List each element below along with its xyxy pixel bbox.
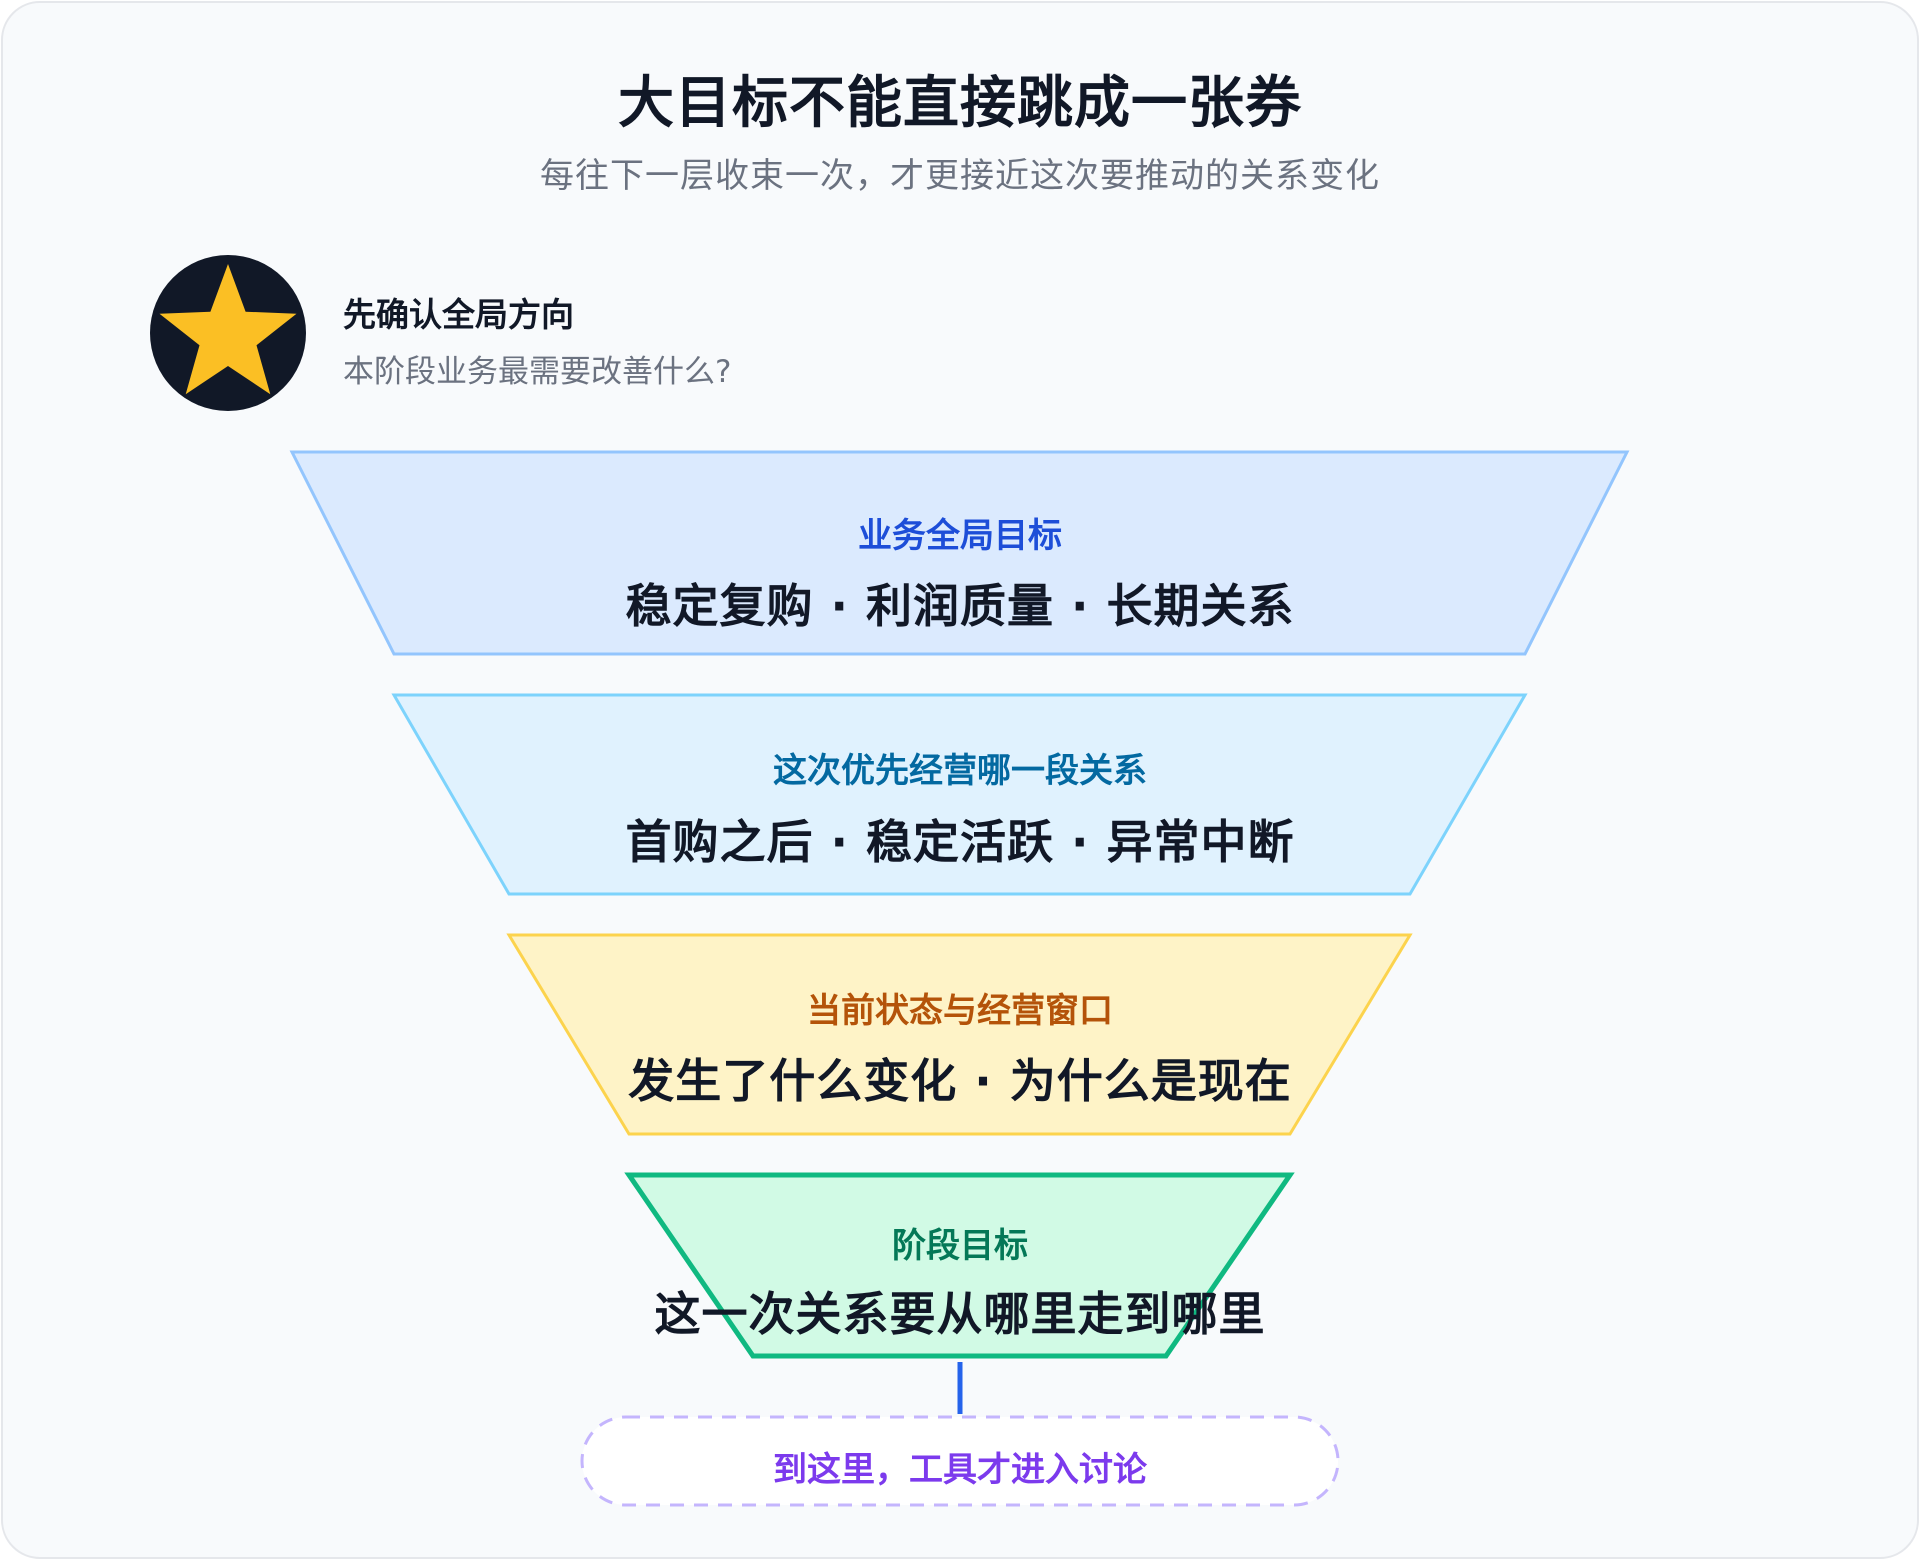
star-icon [159,264,297,395]
level-label: 业务全局目标 [858,516,1062,556]
level-label: 阶段目标 [892,1226,1028,1266]
level-content: 发生了什么变化 · 为什么是现在 [628,1054,1292,1108]
funnel-level-stage-goal [624,1172,1295,1359]
footer-text: 到这里，工具才进入讨论 [773,1450,1147,1490]
level-content: 首购之后 · 稳定活跃 · 异常中断 [625,815,1295,869]
level-label: 这次优先经营哪一段关系 [773,751,1147,791]
footer-dashed-box [580,1415,1340,1507]
funnel-level-relationship-segment [391,693,1528,896]
level-content: 稳定复购 · 利润质量 · 长期关系 [625,579,1295,633]
header-star-badge [150,255,306,411]
level-content: 这一次关系要从哪里走到哪里 [654,1287,1266,1341]
funnel-level-current-state [506,933,1413,1136]
page-subtitle: 每往下一层收束一次，才更接近这次要推动的关系变化 [540,156,1380,196]
header-title: 先确认全局方向 [343,295,574,334]
level-label: 当前状态与经营窗口 [807,991,1113,1031]
page-title: 大目标不能直接跳成一张券 [618,71,1302,136]
funnel-level-global-goal [289,450,1630,656]
header-subtitle: 本阶段业务最需要改善什么? [343,354,732,390]
